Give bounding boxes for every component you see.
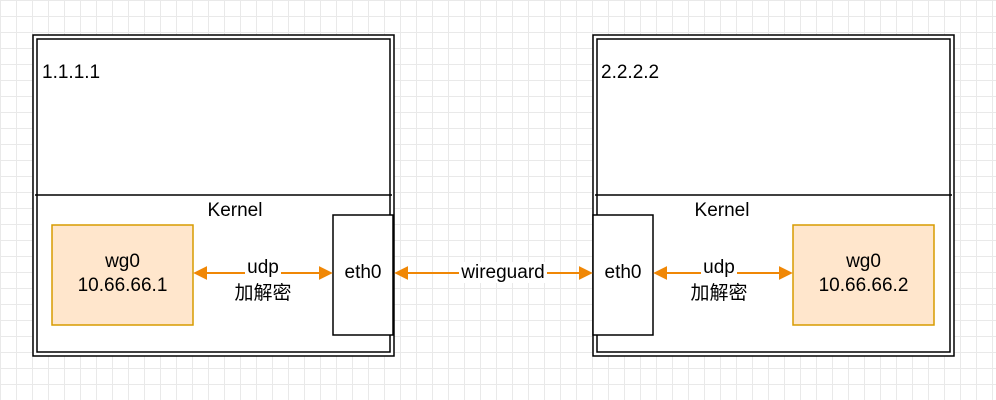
host-1-ip: 1.1.1.1 [42, 62, 101, 83]
host-2-wg-box [792, 224, 935, 326]
host-2-kernel-label: Kernel [694, 200, 750, 221]
host-1-wg-addr: 10.66.66.1 [77, 275, 168, 296]
host-2-wg-label: wg0 10.66.66.2 [793, 250, 934, 298]
host-1-eth-label: eth0 [344, 262, 382, 283]
host-2-udp-label: udp [674, 257, 764, 279]
host-1-kernel-label: Kernel [207, 200, 263, 221]
host-2-wg-name: wg0 [846, 251, 881, 272]
host-1-udp-line1: udp [245, 257, 281, 278]
wireguard-label-text: wireguard [459, 262, 547, 283]
host-1-crypto-label: 加解密 [234, 283, 292, 304]
host-1-wg-box [51, 224, 194, 326]
host-2-eth-box [592, 214, 654, 336]
host-2-wg-addr: 10.66.66.2 [818, 275, 909, 296]
host-1-udp-label: udp [218, 257, 308, 279]
host-2-ip: 2.2.2.2 [601, 62, 660, 83]
host-2-crypto-label: 加解密 [690, 283, 748, 304]
host-2-eth-label: eth0 [604, 262, 642, 283]
host-1-eth-box [332, 214, 394, 336]
host-1-wg-name: wg0 [105, 251, 140, 272]
wireguard-tunnel-label: wireguard [443, 262, 563, 284]
host-2-udp-line1: udp [701, 257, 737, 278]
host-1-wg-label: wg0 10.66.66.1 [52, 250, 193, 298]
